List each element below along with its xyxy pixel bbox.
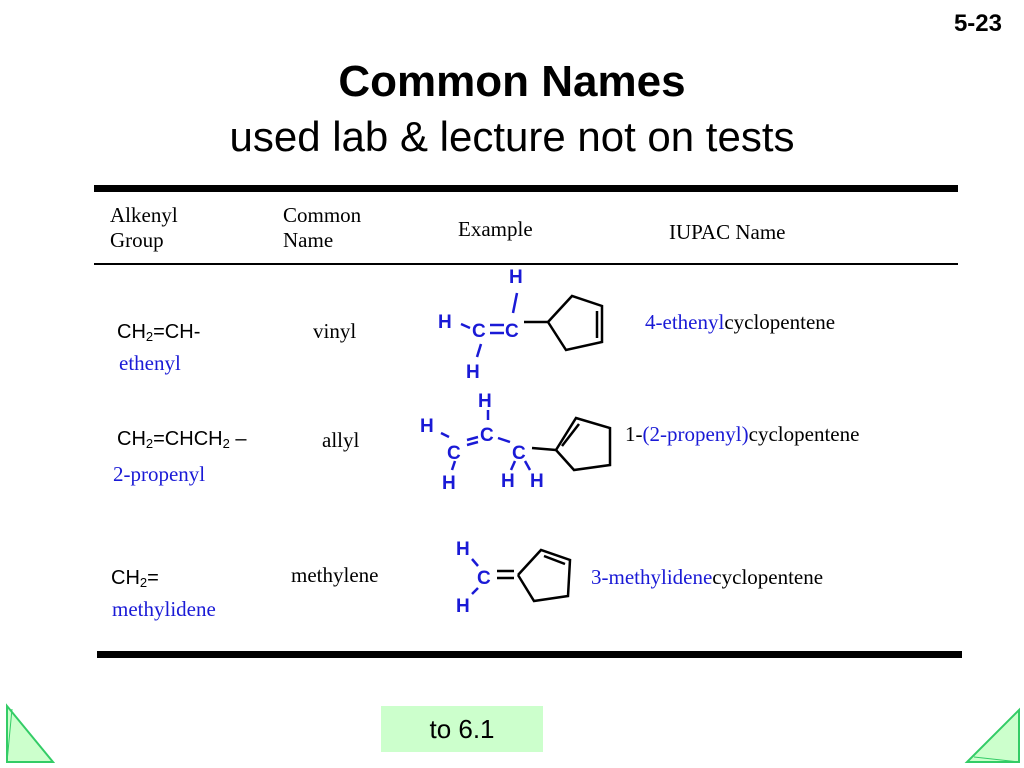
svg-text:C: C (512, 443, 526, 464)
row-vinyl-iupac-name: 4-ethenylcyclopentene (645, 310, 836, 334)
row-allyl-group-name: 2-propenyl (113, 462, 206, 486)
table-top-rule (94, 185, 958, 192)
svg-text:H: H (501, 471, 515, 492)
table-bottom-rule (97, 651, 962, 658)
header-common-name: Common Name (283, 203, 362, 252)
svg-text:H: H (438, 312, 452, 333)
row-allyl-common-name: allyl (322, 428, 360, 452)
svg-text:C: C (477, 568, 491, 589)
row-vinyl-formula: CH2=CH- (117, 321, 201, 344)
slide-number: 5-23 (953, 10, 1002, 37)
header-iupac-name: IUPAC Name (669, 220, 786, 244)
slide-title: Common Names (338, 57, 686, 106)
previous-slide-arrow-icon[interactable] (4, 703, 56, 765)
svg-text:H: H (456, 596, 470, 617)
header-example: Example (458, 217, 533, 241)
svg-text:H: H (478, 391, 492, 412)
svg-text:H: H (456, 539, 470, 560)
svg-text:H: H (442, 473, 456, 494)
svg-text:H: H (509, 267, 523, 288)
table-header-rule (94, 263, 958, 265)
svg-text:H: H (530, 471, 544, 492)
row-methylene-group-name: methylidene (112, 597, 216, 621)
row-methylene-iupac-name: 3-methylidenecyclopentene (591, 565, 824, 589)
header-alkenyl-group: Alkenyl Group (110, 203, 178, 252)
row-allyl-iupac-name: 1-(2-propenyl)cyclopentene (625, 422, 860, 446)
next-slide-arrow-icon[interactable] (964, 707, 1022, 765)
svg-text:C: C (447, 443, 461, 464)
to-section-6-1-button[interactable]: to 6.1 (381, 706, 543, 752)
svg-text:C: C (480, 425, 494, 446)
slide-subtitle: used lab & lecture not on tests (229, 113, 795, 160)
row-methylene-common-name: methylene (291, 563, 379, 587)
svg-text:H: H (420, 416, 434, 437)
row-vinyl-common-name: vinyl (313, 319, 357, 343)
svg-text:H: H (466, 362, 480, 383)
row-allyl-formula: CH2=CHCH2 – (117, 428, 247, 451)
svg-text:C: C (472, 321, 486, 342)
svg-text:C: C (505, 321, 519, 342)
row-methylene-formula: CH2= (111, 567, 159, 590)
row-vinyl-group-name: ethenyl (119, 351, 181, 375)
